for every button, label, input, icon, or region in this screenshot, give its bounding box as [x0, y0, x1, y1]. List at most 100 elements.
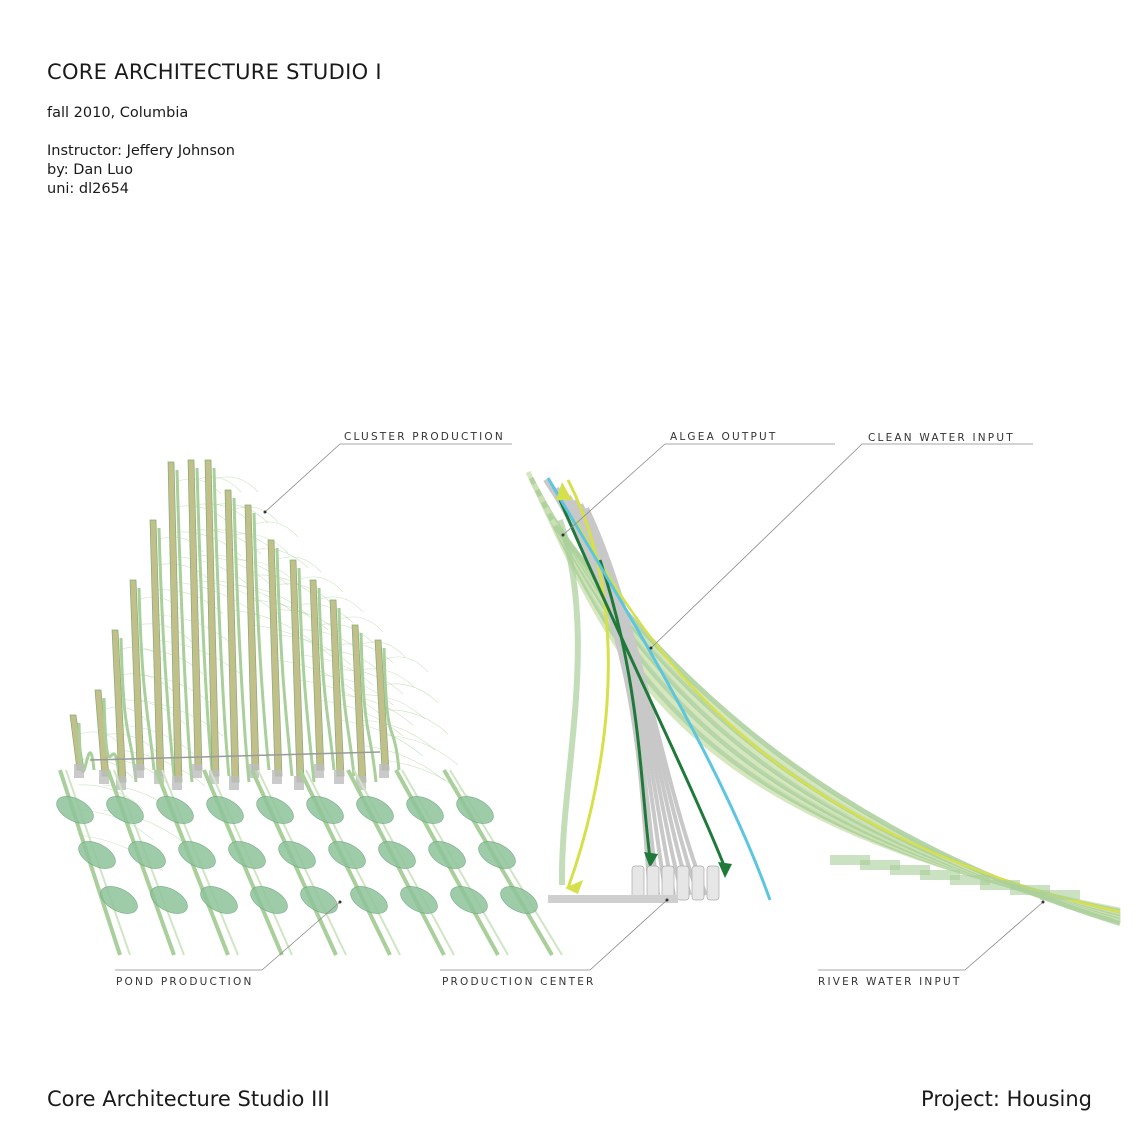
river-step: [950, 875, 990, 885]
pond: [256, 796, 294, 824]
structure-block: [172, 776, 182, 790]
dark-flow-line: [598, 559, 652, 859]
project-meta: fall 2010, Columbia Instructor: Jeffery …: [47, 104, 235, 199]
pond: [228, 841, 266, 869]
production-tank: [676, 865, 690, 901]
fiber-strand: [102, 733, 159, 754]
vertical-strip: [149, 519, 165, 777]
structure-block: [74, 764, 84, 778]
tower-core: [543, 478, 652, 896]
fiber-strand: [382, 656, 429, 673]
tower-core: [579, 503, 700, 896]
leader-algea-output: [562, 443, 835, 536]
production-tank: [646, 865, 660, 901]
vertical-strip: [187, 459, 203, 771]
strip-edge: [232, 497, 251, 783]
strip-edge: [337, 607, 356, 777]
strip-edge: [77, 722, 96, 774]
fiber-strand: [317, 699, 404, 737]
leader-dot: [263, 510, 267, 514]
pond: [278, 841, 316, 869]
leader-production-center: [440, 899, 668, 971]
clean-water-line: [546, 477, 772, 901]
pond: [306, 796, 344, 824]
river-step: [1040, 890, 1080, 900]
strip-edge: [119, 637, 138, 783]
pond: [250, 886, 288, 914]
label-production-center: PRODUCTION CENTER: [442, 976, 596, 988]
fiber-strand: [119, 646, 166, 663]
pond: [400, 886, 438, 914]
algae-flow-line: [566, 479, 610, 889]
tower-ribbon: [525, 470, 1121, 913]
fiber-strand: [77, 784, 144, 810]
fiber-strand: [212, 503, 269, 524]
pond: [356, 796, 394, 824]
strip-edge: [317, 587, 336, 771]
fiber-strand: [232, 533, 289, 554]
footer-studio: Core Architecture Studio III: [47, 1087, 330, 1111]
fiber-strand: [157, 563, 214, 584]
fiber-strand: [119, 673, 176, 694]
pond: [378, 841, 416, 869]
fiber-strand: [297, 576, 344, 593]
base-platform: [548, 895, 678, 903]
production-tank: [661, 865, 675, 901]
fiber-strand: [102, 706, 149, 723]
label-clean-water-input: CLEAN WATER INPUT: [868, 432, 1015, 444]
fiber-strand: [337, 669, 404, 695]
fiber-strand: [359, 694, 426, 720]
arrow-head: [644, 852, 658, 868]
arrow-head: [556, 482, 572, 500]
vertical-strip: [289, 559, 305, 783]
leader-dot: [561, 533, 565, 537]
production-tank: [691, 865, 705, 901]
fiber-strand: [232, 506, 279, 523]
strip-edge: [297, 567, 316, 783]
author-text: by: Dan Luo: [47, 162, 133, 178]
pond: [328, 841, 366, 869]
instructor-text: Instructor: Jeffery Johnson: [47, 143, 235, 159]
fiber-strand: [317, 596, 364, 613]
vertical-strip: [267, 539, 283, 777]
pond: [478, 841, 516, 869]
leader-clean-water: [650, 443, 1033, 649]
fiber-strand: [337, 643, 394, 664]
label-pond-production: POND PRODUCTION: [116, 976, 254, 988]
leader-river-water: [818, 901, 1044, 971]
tower-ribbon: [534, 488, 1121, 917]
fiber-strand: [337, 616, 384, 633]
fiber-strand: [175, 478, 222, 495]
fiber-strand: [195, 476, 242, 493]
pond: [200, 886, 238, 914]
fiber-strand: [137, 623, 194, 644]
tower-outer-strip: [557, 519, 581, 886]
structure-block: [272, 770, 282, 784]
fiber-strand: [382, 759, 469, 797]
strip-edge: [137, 587, 156, 771]
algae-flow-line: [573, 519, 1121, 914]
structure-block: [379, 764, 389, 778]
leader-dot: [338, 900, 342, 904]
structure-block: [294, 776, 304, 790]
leader-dot: [1041, 900, 1045, 904]
dark-flow-line: [558, 499, 727, 869]
strip-edge: [252, 512, 271, 771]
label-algea-output: ALGEA OUTPUT: [670, 431, 778, 443]
river-step: [890, 865, 930, 875]
structure-block: [314, 764, 324, 778]
leader-cluster-production: [264, 443, 512, 513]
pond: [128, 841, 166, 869]
tower-ribbon: [528, 476, 1121, 914]
pond: [406, 796, 444, 824]
fiber-strand: [175, 505, 232, 526]
strip-edge: [175, 469, 194, 783]
fiber-strand: [252, 521, 299, 538]
strip-edge: [212, 467, 231, 777]
pond: [100, 886, 138, 914]
structure-block: [334, 770, 344, 784]
pond: [428, 841, 466, 869]
cross-beam: [89, 751, 381, 761]
footer-project: Project: Housing: [921, 1087, 1092, 1111]
